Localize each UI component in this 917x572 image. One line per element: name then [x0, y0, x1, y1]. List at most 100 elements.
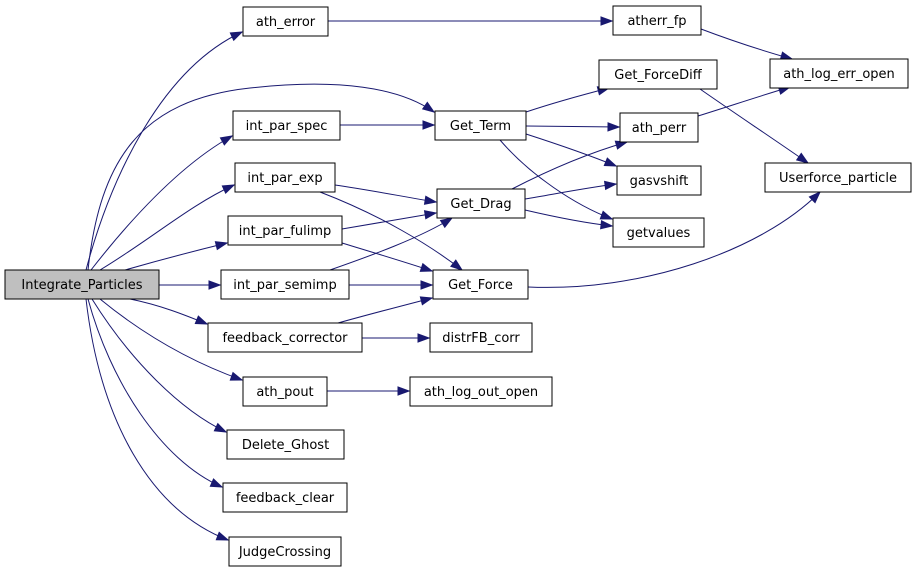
edge-get_term-to-gasvshift — [525, 133, 618, 167]
edge-ath_error-to-atherr_fp — [328, 16, 614, 26]
edge-line — [697, 86, 791, 117]
arrowhead — [603, 157, 618, 167]
node-int-par-semimp[interactable]: int_par_semimp — [220, 269, 350, 300]
edge-integrate_particles-to-int_par_exp — [99, 184, 236, 271]
arrowhead — [417, 333, 431, 343]
arrowhead — [419, 296, 434, 306]
edge-line — [699, 88, 809, 164]
edge-line — [124, 242, 228, 271]
edge-line — [499, 139, 613, 220]
node-label: distrFB_corr — [442, 331, 520, 346]
edge-int_par_exp-to-get_drag — [334, 184, 438, 205]
node-get-force[interactable]: Get_Force — [432, 269, 529, 300]
node-atherr-fp[interactable]: atherr_fp — [612, 5, 702, 36]
node-get-term[interactable]: Get_Term — [434, 110, 527, 141]
arrowhead — [603, 180, 618, 191]
node-label: int_par_semimp — [233, 278, 336, 293]
node-feedback-clear[interactable]: feedback_clear — [222, 482, 348, 513]
arrowhead — [423, 210, 438, 220]
node-label: gasvshift — [630, 174, 689, 189]
edge-line — [319, 191, 463, 271]
edge-integrate_particles-to-feedback_corrector — [129, 298, 209, 325]
edge-atherr_fp-to-ath_log_err_open — [700, 28, 794, 61]
edge-line — [511, 141, 628, 190]
arrowhead — [600, 16, 614, 26]
node-ath-error[interactable]: ath_error — [242, 6, 329, 37]
arrowhead — [397, 386, 411, 396]
node-label: Get_Term — [450, 119, 511, 134]
node-label: ath_pout — [256, 385, 313, 400]
arrowhead — [215, 531, 230, 541]
edge-get_term-to-getvalues — [499, 139, 614, 220]
node-int-par-fulimp[interactable]: int_par_fulimp — [227, 215, 343, 246]
edge-int_par_fulimp-to-get_drag — [341, 210, 438, 230]
edge-line — [87, 298, 223, 488]
node-feedback-corrector[interactable]: feedback_corrector — [207, 322, 363, 353]
node-label: ath_log_out_open — [424, 385, 538, 400]
edge-line — [87, 83, 435, 271]
arrowhead — [209, 478, 224, 488]
node-userforce-particle[interactable]: Userforce_particle — [764, 162, 912, 193]
edge-integrate_particles-to-feedback_clear — [87, 298, 224, 488]
node-label: atherr_fp — [627, 14, 686, 29]
node-distrfb-corr[interactable]: distrFB_corr — [429, 322, 533, 353]
node-label: feedback_corrector — [222, 331, 348, 346]
arrowhead — [213, 422, 228, 433]
node-label: Integrate_Particles — [21, 278, 142, 293]
node-integrate-particles[interactable]: Integrate_Particles — [4, 269, 160, 300]
arrowhead — [214, 241, 229, 251]
arrowhead — [599, 210, 614, 220]
edge-line — [524, 209, 613, 227]
arrowhead — [421, 101, 436, 113]
node-ath-pout[interactable]: ath_pout — [242, 376, 328, 407]
node-label: getvalues — [627, 226, 691, 241]
edge-line — [85, 298, 229, 541]
edge-int_par_semimp-to-get_force — [349, 280, 434, 290]
edge-get_force-to-userforce_particle — [527, 190, 822, 288]
node-ath-log-out-open[interactable]: ath_log_out_open — [409, 376, 553, 407]
node-get-forcediff[interactable]: Get_ForceDiff — [598, 59, 718, 90]
edge-line — [337, 297, 433, 324]
edge-line — [85, 31, 243, 271]
edges — [85, 16, 822, 541]
node-label: ath_error — [256, 15, 316, 30]
edge-integrate_particles-to-ath_pout — [99, 298, 244, 381]
edge-int_par_exp-to-get_force — [319, 191, 464, 271]
edge-line — [99, 298, 243, 381]
edge-get_drag-to-getvalues — [524, 209, 614, 230]
node-delete-ghost[interactable]: Delete_Ghost — [226, 429, 345, 460]
edge-line — [527, 191, 821, 288]
arrowhead — [422, 120, 436, 130]
arrowhead — [420, 280, 434, 290]
node-label: Get_ForceDiff — [614, 68, 702, 83]
edge-integrate_particles-to-get_term — [87, 83, 436, 271]
node-label: JudgeCrossing — [238, 545, 331, 560]
arrowhead — [194, 315, 209, 325]
node-int-par-exp[interactable]: int_par_exp — [234, 162, 336, 193]
edge-line — [525, 125, 620, 128]
node-label: Userforce_particle — [779, 171, 897, 186]
arrowhead — [795, 152, 810, 164]
edge-line — [524, 183, 617, 200]
node-label: Get_Force — [448, 278, 513, 293]
node-judgecrossing[interactable]: JudgeCrossing — [228, 536, 342, 567]
arrowhead — [221, 184, 236, 195]
edge-int_par_spec-to-get_term — [340, 120, 436, 130]
edge-line — [99, 184, 235, 271]
node-label: int_par_fulimp — [239, 224, 331, 239]
arrowhead — [808, 190, 822, 204]
edge-line — [334, 184, 437, 203]
arrowhead — [208, 280, 222, 290]
arrowhead — [419, 262, 434, 272]
node-getvalues[interactable]: getvalues — [612, 217, 705, 248]
node-gasvshift[interactable]: gasvshift — [616, 165, 702, 196]
edge-line — [329, 217, 453, 271]
node-int-par-spec[interactable]: int_par_spec — [232, 110, 341, 141]
node-label: Get_Drag — [450, 197, 511, 212]
node-ath-log-err-open[interactable]: ath_log_err_open — [769, 58, 909, 89]
node-ath-perr[interactable]: ath_perr — [619, 112, 699, 143]
arrowhead — [600, 220, 614, 230]
edge-integrate_particles-to-ath_error — [85, 31, 244, 271]
node-get-drag[interactable]: Get_Drag — [436, 188, 526, 219]
